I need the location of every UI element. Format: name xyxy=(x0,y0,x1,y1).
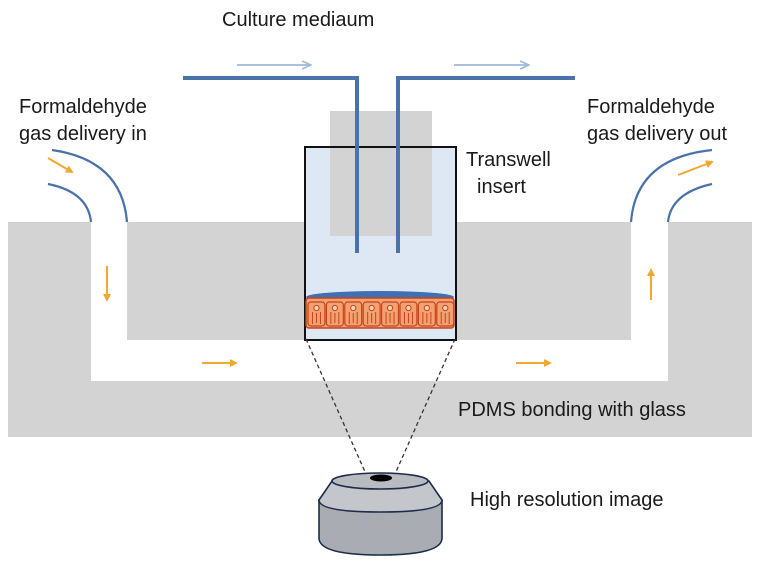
pdms-block-right xyxy=(668,222,752,437)
cell-nucleus xyxy=(386,304,394,312)
cell-nucleus xyxy=(313,304,320,312)
gas-inlet-tube-outer xyxy=(47,182,93,223)
label-pdms: PDMS bonding with glass xyxy=(458,399,686,421)
gas-arrow-out-diagonal xyxy=(677,160,714,176)
glass-layer xyxy=(91,381,668,437)
label-gas-out-line2: gas delivery out xyxy=(587,123,728,145)
cell-nucleus xyxy=(423,304,430,312)
cells xyxy=(307,301,455,327)
cell-detail xyxy=(348,312,358,324)
label-gas-out-line1: Formaldehyde xyxy=(587,96,715,118)
cell-nucleus xyxy=(368,304,375,312)
label-transwell-line1: Transwell xyxy=(466,149,551,171)
objective-body xyxy=(318,499,443,556)
pdms-block-left xyxy=(8,222,91,437)
label-gas-in-line2: gas delivery in xyxy=(19,123,147,145)
label-imaging: High resolution image xyxy=(470,489,663,511)
cell-detail xyxy=(422,312,432,324)
medium-pipe-inlet xyxy=(183,76,359,253)
gas-inlet-tube-inner xyxy=(51,148,129,223)
cell-detail xyxy=(330,312,340,324)
gas-outlet-tube-inner xyxy=(629,148,713,223)
gas-outlet-tube-outer xyxy=(666,182,713,223)
gas-arrow-in-diagonal xyxy=(47,157,74,174)
view-cone-left xyxy=(305,338,367,475)
cell-layer xyxy=(305,297,455,329)
medium-pipe-outlet xyxy=(396,76,575,253)
medium-reservoir xyxy=(330,111,432,236)
microscope-objective xyxy=(305,338,456,556)
transwell-wall xyxy=(304,146,457,341)
text-labels: Culture mediaum Formaldehyde gas deliver… xyxy=(19,9,728,511)
label-transwell-line2: insert xyxy=(477,176,526,198)
culture-medium-pipes xyxy=(183,76,575,253)
cell-nucleus xyxy=(442,304,449,312)
cell-detail xyxy=(440,312,450,324)
objective-lens xyxy=(370,474,392,482)
flow-arrows xyxy=(47,65,714,367)
gas-tubes xyxy=(47,148,713,223)
cell-nucleus xyxy=(350,304,357,312)
objective-collar xyxy=(318,480,443,513)
cell-detail xyxy=(385,312,395,324)
cell-detail xyxy=(403,312,413,324)
view-cone-right xyxy=(394,338,456,475)
cell-nucleus xyxy=(331,304,338,312)
label-gas-in-line1: Formaldehyde xyxy=(19,96,147,118)
cell-nucleus xyxy=(405,304,412,312)
cell-detail xyxy=(311,312,321,324)
label-culture-medium: Culture mediaum xyxy=(222,9,374,31)
cell-detail xyxy=(367,312,377,324)
transwell-insert xyxy=(304,111,457,341)
